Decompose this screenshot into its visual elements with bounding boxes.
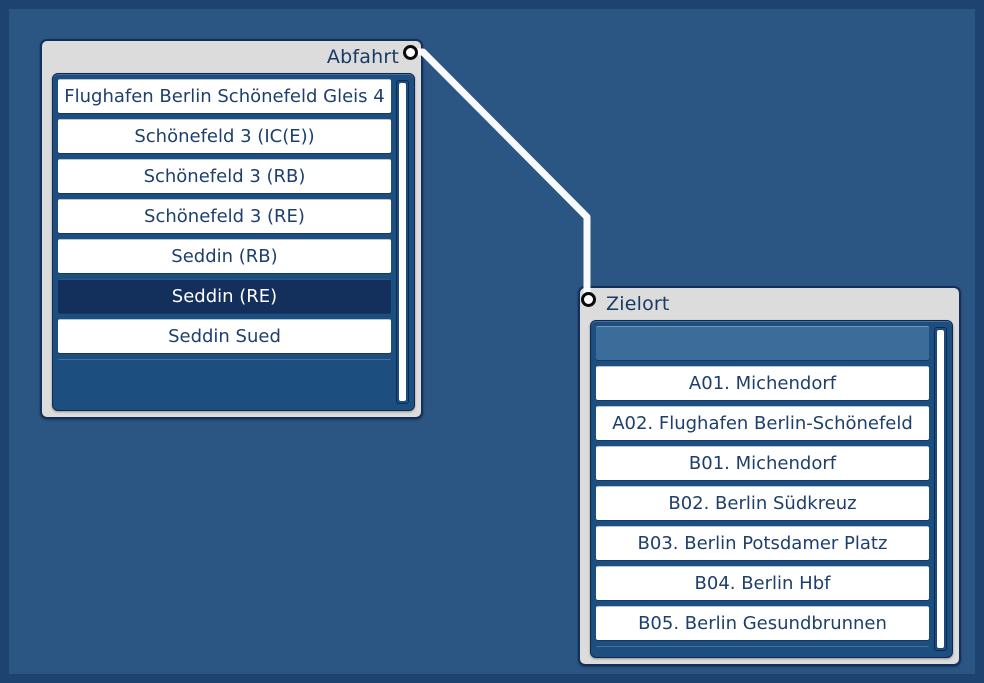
list-item[interactable]: B04. Berlin Hbf [596,566,929,600]
list-empty-row [58,359,391,410]
list-item[interactable]: Flughafen Berlin Schönefeld Gleis 4 [58,79,391,113]
list-item[interactable]: Seddin Sued [58,319,391,353]
list-empty-row-top [596,326,929,360]
abfahrt-scrollbar-thumb[interactable] [399,83,406,401]
panel-abfahrt-title: Abfahrt [326,46,399,68]
zielort-list-frame: A01. Michendorf A02. Flughafen Berlin-Sc… [590,320,953,658]
list-item[interactable]: B01. Michendorf [596,446,929,480]
abfahrt-to-zielort-link[interactable] [413,48,591,293]
zielort-port[interactable] [581,292,596,307]
zielort-scrollbar[interactable] [934,327,947,651]
list-item[interactable]: Schönefeld 3 (RB) [58,159,391,193]
panel-abfahrt[interactable]: Abfahrt Flughafen Berlin Schönefeld Glei… [40,39,423,419]
list-item[interactable]: Seddin (RB) [58,239,391,273]
list-item[interactable]: Schönefeld 3 (IC(E)) [58,119,391,153]
list-item[interactable]: Schönefeld 3 (RE) [58,199,391,233]
list-item[interactable]: B03. Berlin Potsdamer Platz [596,526,929,560]
list-item[interactable]: B05. Berlin Gesundbrunnen [596,606,929,640]
abfahrt-port[interactable] [403,45,418,60]
abfahrt-list-frame: Flughafen Berlin Schönefeld Gleis 4 Schö… [52,73,415,411]
abfahrt-list[interactable]: Flughafen Berlin Schönefeld Gleis 4 Schö… [58,79,391,410]
list-item-selected[interactable]: Seddin (RE) [58,279,391,313]
list-empty-row [596,646,929,657]
list-item[interactable]: A01. Michendorf [596,366,929,400]
zielort-list[interactable]: A01. Michendorf A02. Flughafen Berlin-Sc… [596,326,929,657]
panel-zielort-title: Zielort [606,293,670,315]
panel-zielort[interactable]: Zielort A01. Michendorf A02. Flughafen B… [578,286,961,666]
list-item[interactable]: A02. Flughafen Berlin-Schönefeld [596,406,929,440]
zielort-scrollbar-thumb[interactable] [937,330,944,648]
abfahrt-scrollbar[interactable] [396,80,409,404]
list-item[interactable]: B02. Berlin Südkreuz [596,486,929,520]
